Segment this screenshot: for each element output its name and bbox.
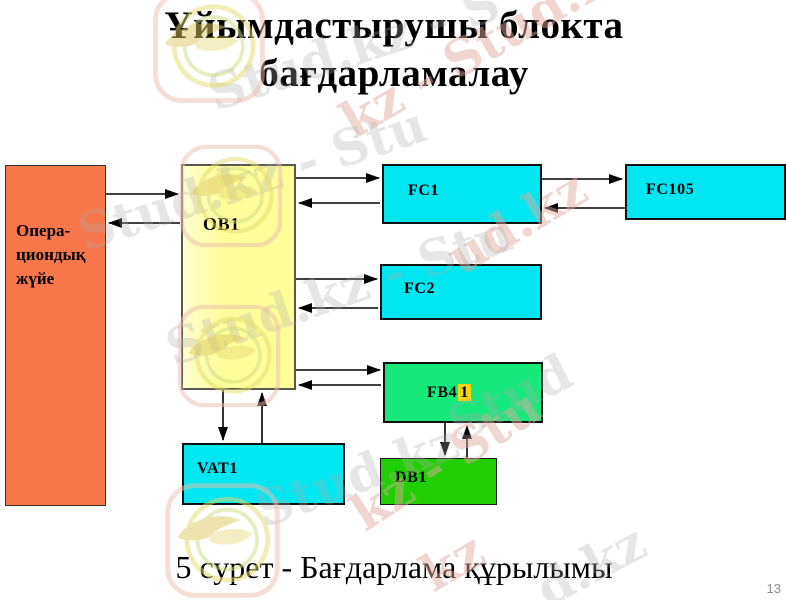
- block-label: FC2: [404, 280, 436, 297]
- block-label: FC105: [646, 181, 695, 198]
- block-label: VAT1: [197, 460, 238, 477]
- slide-title-line1: Ұйымдастырушы блокта: [164, 4, 624, 47]
- slide-title-line2: бағдарламалау: [259, 52, 529, 96]
- block-ob1: OB1: [181, 164, 296, 390]
- page-number: 13: [766, 581, 781, 596]
- block-label: Опера-: [16, 221, 71, 240]
- block-fc105: FC105: [625, 164, 786, 220]
- block-label: OB1: [203, 214, 240, 234]
- block-vat1: VAT1: [182, 443, 345, 505]
- highlighted-digit: 1: [458, 384, 471, 401]
- block-label: жүйе: [16, 269, 55, 289]
- figure-caption: 5 сурет - Бағдарлама құрылымы: [175, 549, 613, 585]
- block-label: DB1: [395, 469, 428, 486]
- block-fc2: FC2: [380, 264, 542, 320]
- block-label: циондық: [16, 245, 86, 265]
- block-label: FC1: [408, 182, 440, 199]
- slide-title: Ұйымдастырушы блокта бағдарламалау: [0, 2, 788, 99]
- block-operating-system: Опера- циондық жүйе: [5, 165, 106, 506]
- block-db1: DB1: [380, 458, 497, 505]
- block-fc1: FC1: [382, 164, 542, 224]
- block-label: FB4: [427, 384, 458, 401]
